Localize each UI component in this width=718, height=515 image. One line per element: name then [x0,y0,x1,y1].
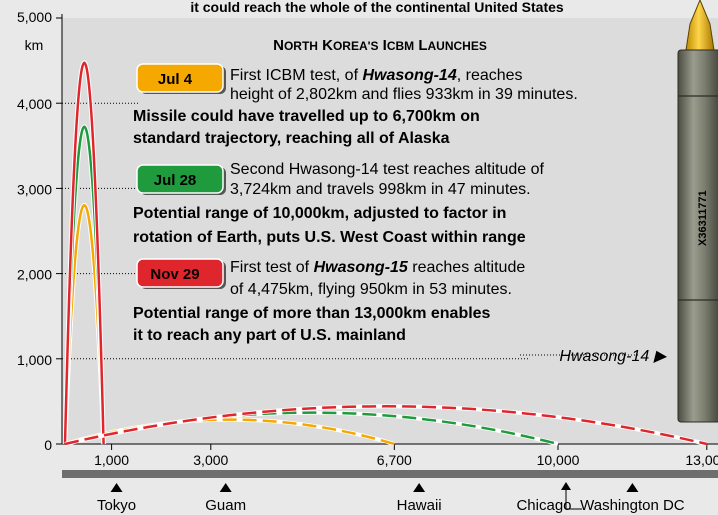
event-assessment: standard trajectory, reaching all of Ala… [133,130,450,147]
trajectories [62,60,708,446]
missile-serial: X36311771 [697,190,709,246]
date-badge [136,63,224,93]
missile-body [677,49,718,423]
missile-nose [685,0,715,51]
events: Jul 4 First ICBM test, of Hwasong-14, rea… [133,63,578,344]
x-axis-ticks: 1,000 3,000 6,700 10,000 13,000 [94,444,718,468]
panel-title: NORTH KOREA'S ICBM LAUNCHES [273,37,487,54]
x-tick-label: 6,700 [377,452,412,468]
x-tick-label: 13,000 [685,452,718,468]
missile-label: Hwasong-14 ▶ [559,348,667,365]
header-fragment: it could reach the whole of the continen… [190,0,564,15]
city-markers: Tokyo Guam Hawaii Chicago Washington DC [97,482,685,514]
city-label: Chicago [516,497,571,514]
event-description: of 4,475km, flying 950km in 53 minutes. [230,281,512,298]
y-axis-unit-label: km [25,37,44,53]
y-tick-label: 0 [44,437,52,453]
city-leader [565,488,582,510]
city-label: Tokyo [97,497,136,514]
city-marker [110,483,123,492]
x-tick-label: 3,000 [193,452,228,468]
event: Jul 4 First ICBM test, of Hwasong-14, rea… [133,63,578,147]
event-assessment: Missile could have travelled up to 6,700… [133,108,480,125]
y-axis-ticks: 0 1,000 2,000 3,000 4,000 5,000 [17,9,530,453]
city-label: Hawaii [397,497,442,514]
lofted-trajectory [63,61,105,445]
y-tick-label: 5,000 [17,9,52,25]
event-description: height of 2,802km and flies 933km in 39 … [230,86,578,103]
event-description: Second Hwasong-14 test reaches altitude … [230,161,545,178]
event-assessment: Potential range of more than 13,000km en… [133,305,491,322]
date-badge [136,164,224,194]
city-marker [561,482,571,490]
event-assessment: it to reach any part of U.S. mainland [133,327,406,344]
city-label: Washington DC [580,497,685,514]
event-assessment: rotation of Earth, puts U.S. West Coast … [133,229,526,246]
standard-trajectory [64,405,708,446]
date-badge [136,258,224,288]
distance-bar [62,470,718,478]
date-badge-label: Nov 29 [150,266,199,283]
x-tick-label: 1,000 [94,452,129,468]
city-label: Guam [205,497,246,514]
y-tick-label: 3,000 [17,181,52,197]
y-tick-label: 1,000 [17,352,52,368]
city-marker [626,483,639,492]
event-description: First test of Hwasong-15 reaches altitud… [230,259,525,276]
date-badge-label: Jul 4 [158,71,193,88]
event-description: First ICBM test, of Hwasong-14, reaches [230,67,523,84]
y-tick-label: 4,000 [17,96,52,112]
missile-illustration: X36311771 Hwasong-14 ▶ [520,0,718,423]
date-badge-label: Jul 28 [154,172,197,189]
event-description: 3,724km and travels 998km in 47 minutes. [230,181,531,198]
city-marker [219,483,232,492]
y-tick-label: 2,000 [17,267,52,283]
event-assessment: Potential range of 10,000km, adjusted to… [133,205,506,222]
event: Nov 29 First test of Hwasong-15 reaches a… [133,258,525,344]
x-tick-label: 10,000 [537,452,580,468]
city-marker [413,483,426,492]
event: Jul 28 Second Hwasong-14 test reaches alt… [133,161,545,246]
